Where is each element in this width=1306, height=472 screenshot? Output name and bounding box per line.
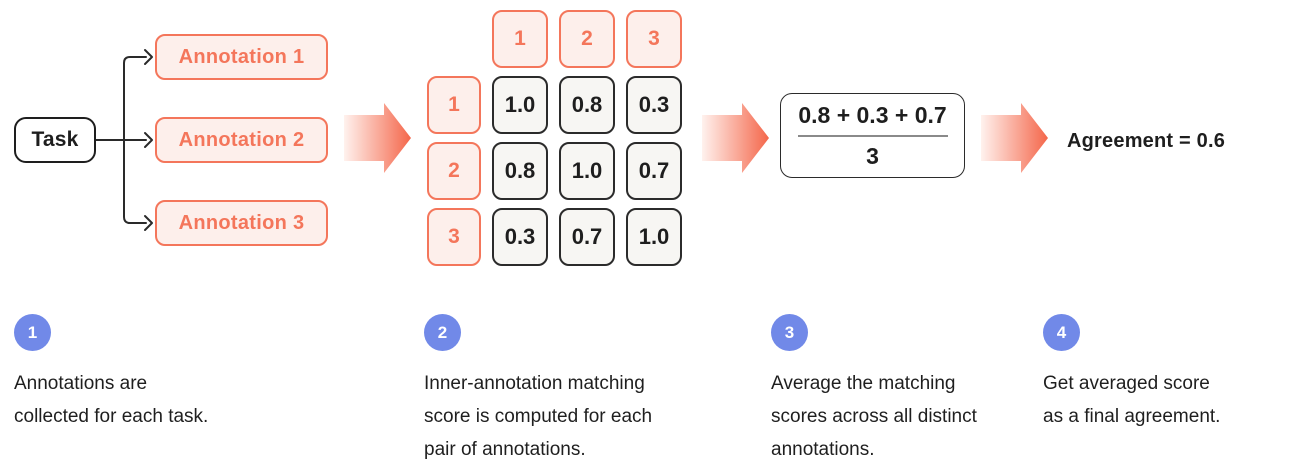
matrix-cell-1-3: 0.3 (626, 76, 682, 134)
step-1-line-1: Annotations are (14, 373, 148, 394)
matrix-corner (427, 10, 481, 68)
matrix-cell-3-1: 0.3 (492, 208, 548, 266)
arrowhead-icon (144, 132, 153, 148)
step-2-description: Inner-annotation matching score is compu… (424, 367, 652, 466)
step-1: 1 Annotations are collected for each tas… (14, 314, 208, 433)
task-connector-lines (95, 49, 153, 231)
step-4: 4 Get averaged score as a final agreemen… (1043, 314, 1220, 433)
step-3-badge: 3 (771, 314, 808, 351)
matrix-cell-3-2: 0.7 (559, 208, 615, 266)
matrix-cell-2-3: 0.7 (626, 142, 682, 200)
matrix-cell-1-2: 0.8 (559, 76, 615, 134)
annotation-box-1: Annotation 1 (155, 34, 328, 80)
step-1-badge: 1 (14, 314, 51, 351)
flow-arrow-icon (702, 103, 769, 173)
step-1-description: Annotations are collected for each task. (14, 367, 208, 433)
matrix-row-header-1: 1 (427, 76, 481, 134)
step-4-badge: 4 (1043, 314, 1080, 351)
annotation-box-2: Annotation 2 (155, 117, 328, 163)
matrix-cell-2-1: 0.8 (492, 142, 548, 200)
fraction-denominator: 3 (866, 142, 879, 169)
step-3-line-2: scores across all distinct (771, 406, 977, 427)
matrix-col-header-3: 3 (626, 10, 682, 68)
step-4-line-2: as a final agreement. (1043, 406, 1221, 427)
matrix-row-header-2: 2 (427, 142, 481, 200)
matrix-col-header-2: 2 (559, 10, 615, 68)
matrix-col-header-1: 1 (492, 10, 548, 68)
step-4-line-1: Get averaged score (1043, 373, 1210, 394)
matching-matrix: 1 2 3 1 1.0 0.8 0.3 2 0.8 1.0 0.7 3 0.3 … (427, 10, 682, 266)
flow-arrow-icon (344, 103, 411, 173)
agreement-result-label: Agreement = 0.6 (1067, 129, 1226, 152)
average-fraction-box: 0.8 + 0.3 + 0.7 3 (780, 93, 965, 178)
step-2: 2 Inner-annotation matching score is com… (424, 314, 652, 466)
matrix-cell-1-1: 1.0 (492, 76, 548, 134)
flow-arrow-icon (981, 103, 1048, 173)
step-1-line-2: collected for each task. (14, 406, 209, 427)
step-2-line-3: pair of annotations. (424, 439, 586, 460)
annotation-box-3: Annotation 3 (155, 200, 328, 246)
task-box: Task (14, 117, 96, 163)
step-2-line-1: Inner-annotation matching (424, 373, 645, 394)
fraction-divider (797, 134, 948, 137)
step-2-badge: 2 (424, 314, 461, 351)
step-4-description: Get averaged score as a final agreement. (1043, 367, 1220, 433)
step-3-line-1: Average the matching (771, 373, 956, 394)
step-3-line-3: annotations. (771, 439, 875, 460)
arrowhead-icon (144, 215, 153, 231)
step-3: 3 Average the matching scores across all… (771, 314, 977, 466)
fraction-numerator: 0.8 + 0.3 + 0.7 (798, 101, 947, 128)
matrix-cell-3-3: 1.0 (626, 208, 682, 266)
matrix-cell-2-2: 1.0 (559, 142, 615, 200)
matrix-row-header-3: 3 (427, 208, 481, 266)
step-3-description: Average the matching scores across all d… (771, 367, 977, 466)
step-2-line-2: score is computed for each (424, 406, 653, 427)
arrowhead-icon (144, 49, 153, 65)
